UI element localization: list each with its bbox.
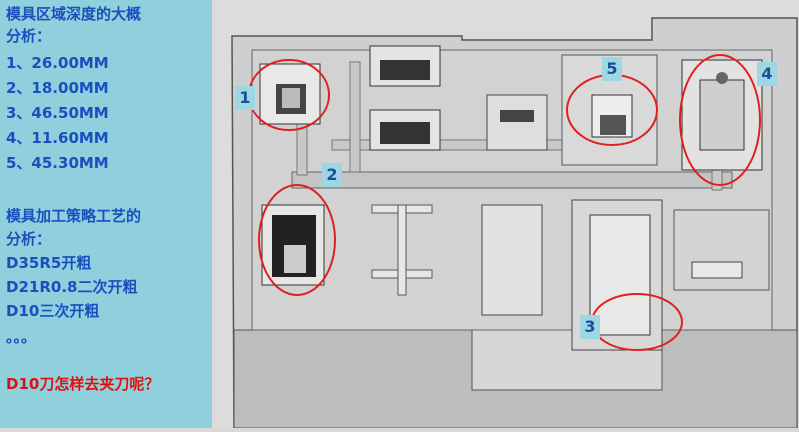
depth-item-4: 4、11.60MM <box>6 129 109 147</box>
feature-4-hole <box>716 72 728 84</box>
strategy-item-3: D10三次开粗 <box>6 302 100 320</box>
highlight-circle-2 <box>258 184 336 296</box>
area-label-2: 2 <box>322 163 342 187</box>
slot-3 <box>397 204 407 296</box>
pocket-top-b-dark <box>380 122 430 144</box>
rail-horizontal <box>291 171 733 189</box>
area-label-3: 3 <box>580 315 600 339</box>
mold-model-view: 1 2 3 4 5 <box>212 0 799 429</box>
highlight-circle-4 <box>679 54 761 186</box>
depth-item-5: 5、45.30MM <box>6 154 109 172</box>
strategy-item-1: D35R5开粗 <box>6 254 92 272</box>
depth-item-1: 1、26.00MM <box>6 54 109 72</box>
pocket-connector-dark <box>500 110 534 122</box>
area-label-5: 5 <box>602 57 622 81</box>
right-lower-slot <box>691 261 743 279</box>
analysis-panel: 模具区域深度的大概 分析： 1、26.00MM 2、18.00MM 3、46.5… <box>0 0 212 428</box>
question-text: D10刀怎样去夹刀呢？ <box>6 375 160 393</box>
depth-item-3: 3、46.50MM <box>6 104 109 122</box>
depth-item-2: 2、18.00MM <box>6 79 109 97</box>
feature-2-insert <box>284 245 306 273</box>
rail-vertical-left <box>349 61 361 173</box>
strategy-ellipsis: 。。。 <box>6 328 37 346</box>
strategy-item-2: D21R0.8二次开粗 <box>6 278 138 296</box>
area-label-1: 1 <box>235 86 255 110</box>
pocket-connector <box>486 94 548 151</box>
feature-3-pocket <box>589 214 651 336</box>
mold-drawing <box>212 0 799 429</box>
strategy-title-line1: 模具加工策略工艺的 <box>6 207 142 225</box>
feature-4-insert <box>699 79 745 151</box>
feature-5-steps <box>600 115 626 135</box>
depth-title-line1: 模具区域深度的大概 <box>6 5 142 23</box>
strategy-title-line2: 分析： <box>6 230 52 248</box>
pocket-top-a-dark <box>380 60 430 80</box>
center-block-left <box>481 204 543 316</box>
area-label-4: 4 <box>757 62 777 86</box>
feature-1-insert <box>282 88 300 108</box>
depth-title-line2: 分析： <box>6 27 52 45</box>
